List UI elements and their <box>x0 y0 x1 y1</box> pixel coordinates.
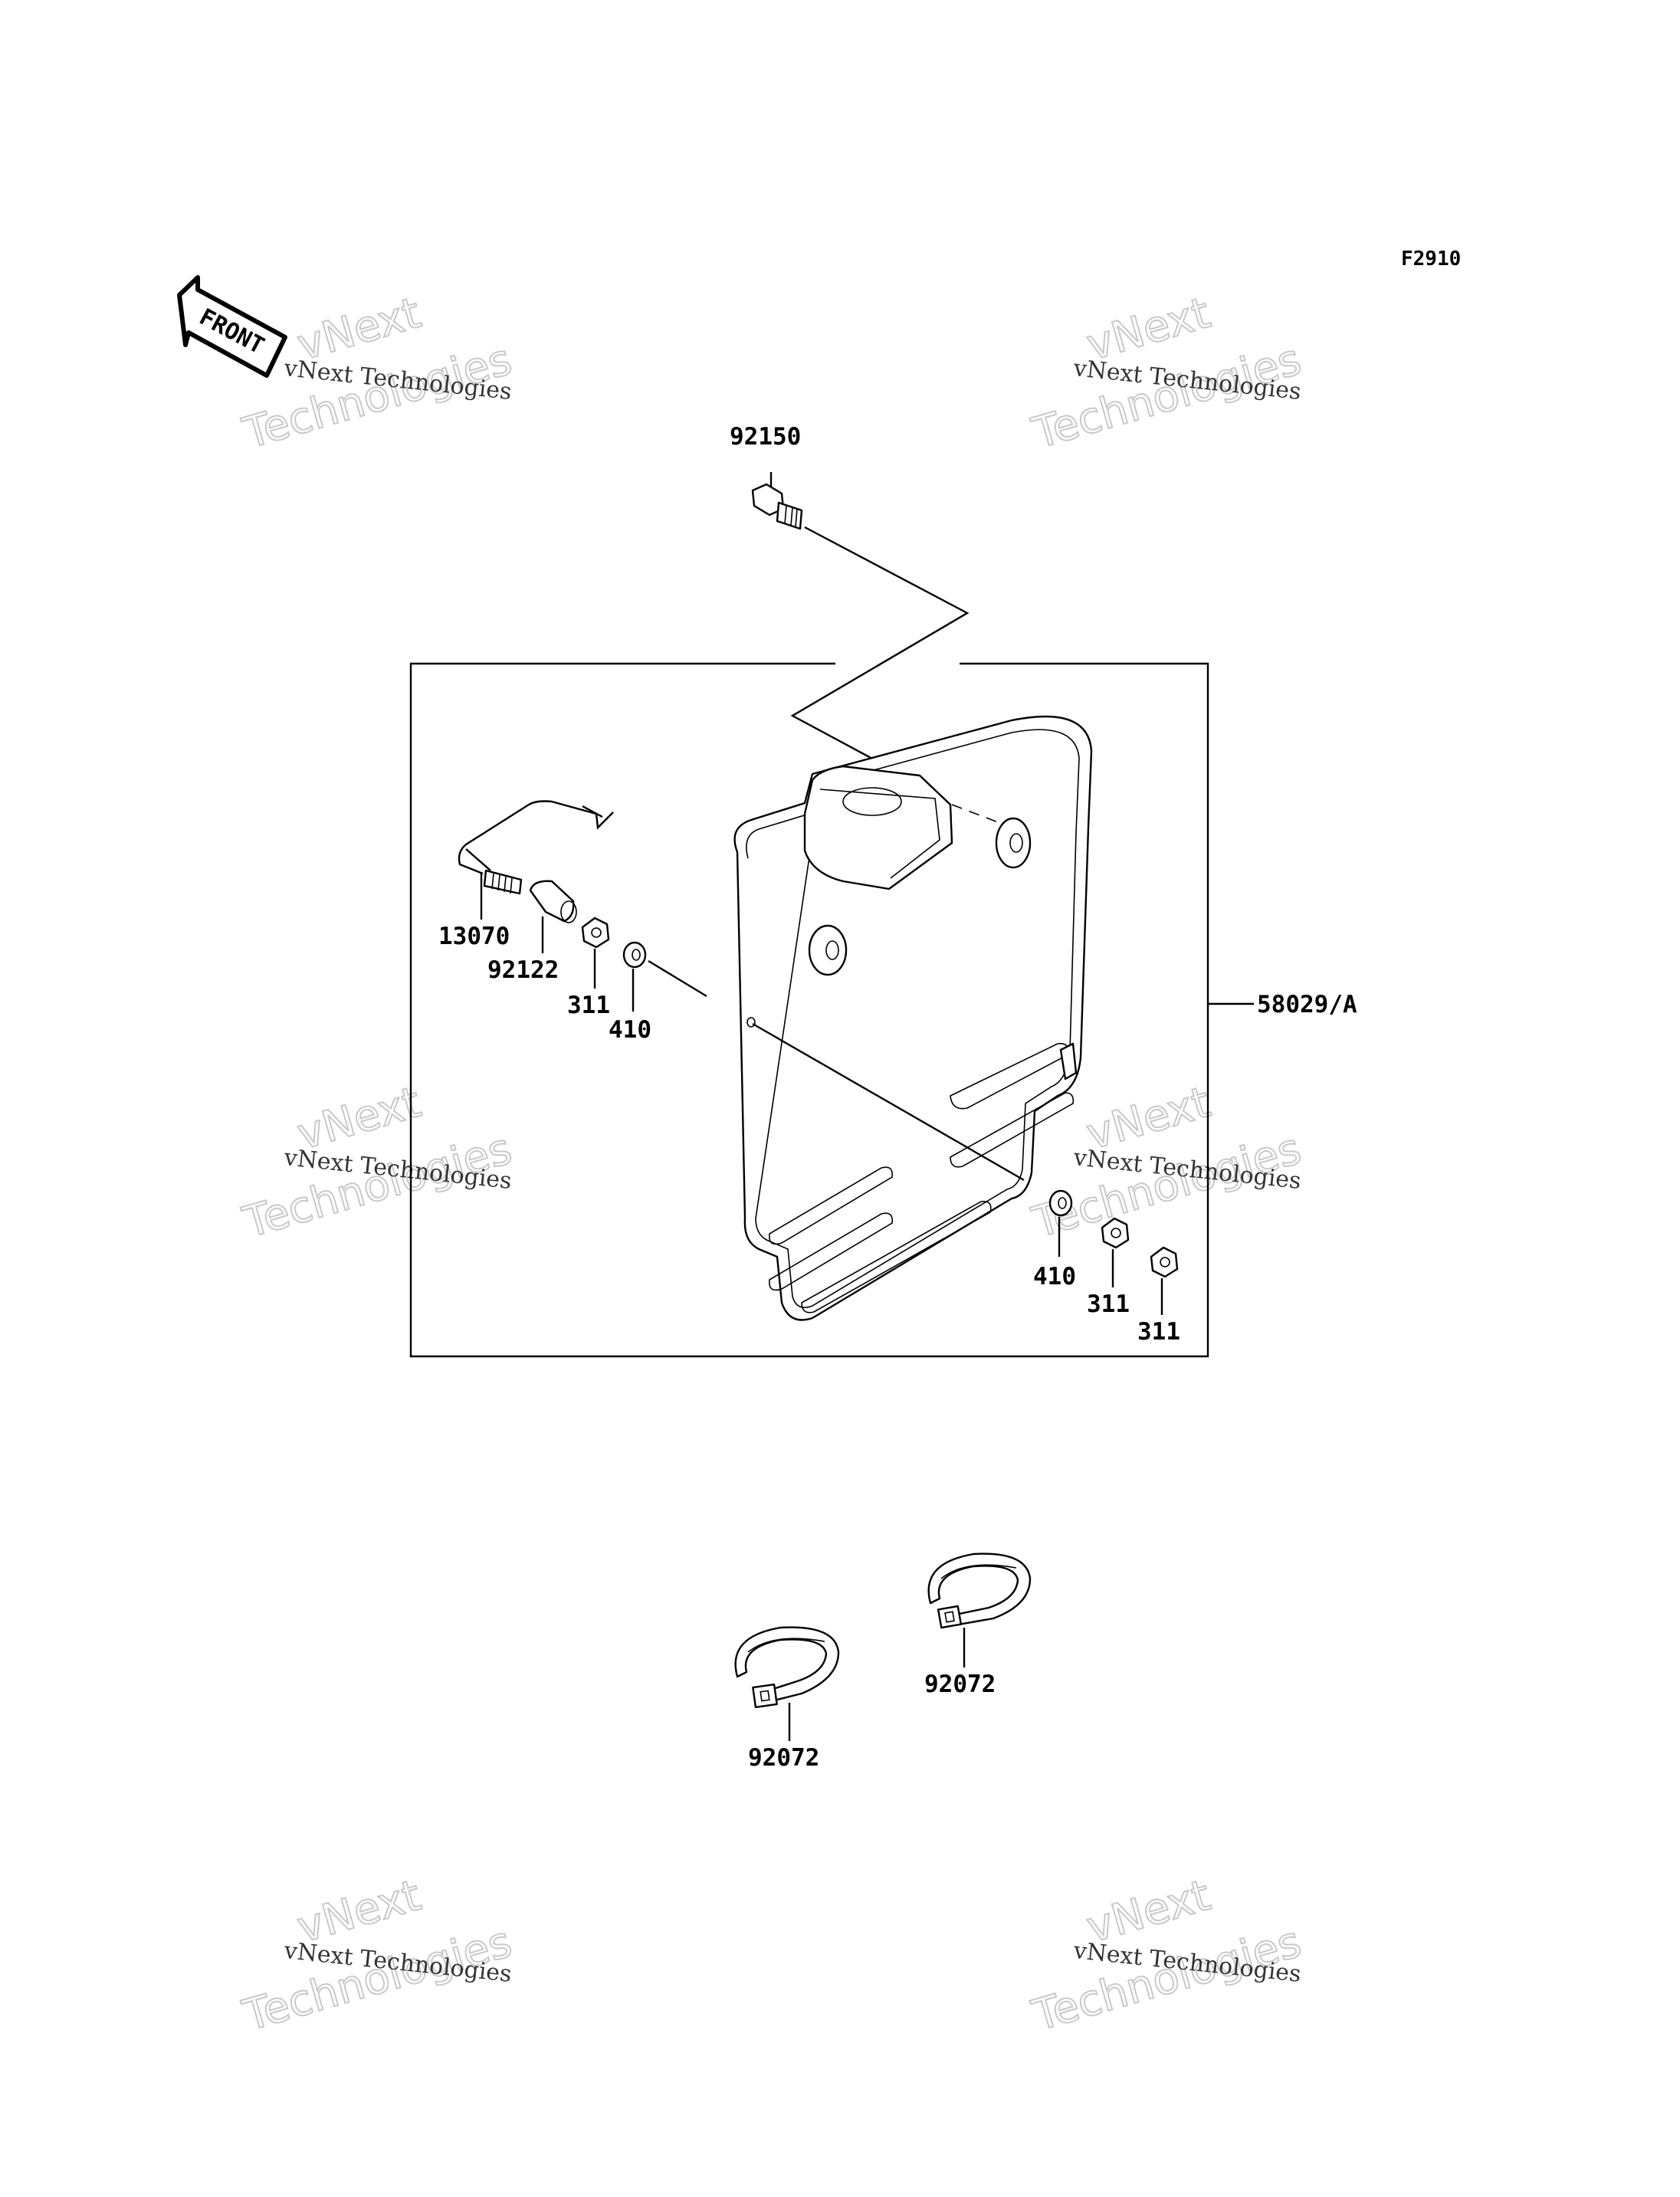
nut-311-right <box>1150 1246 1179 1315</box>
front-arrow-icon: FRONT <box>177 275 287 378</box>
nut-311-middle <box>1101 1217 1130 1287</box>
diagram-code: F2910 <box>1401 248 1461 271</box>
washer-410-left <box>622 941 707 1012</box>
callout-13070: 13070 <box>438 923 510 950</box>
callout-58029-a: 58029/A <box>1257 991 1357 1018</box>
clamp-band-92072-upper <box>927 1553 1032 1667</box>
callout-92150: 92150 <box>730 423 801 451</box>
callout-311-middle: 311 <box>1087 1290 1130 1318</box>
bolt-92150 <box>751 472 803 530</box>
callout-311-left: 311 <box>567 992 610 1019</box>
washer-410-right <box>1048 1189 1073 1257</box>
clamp-band-92072-lower <box>734 1626 840 1741</box>
callout-410-right: 410 <box>1033 1263 1076 1290</box>
callout-410-left: 410 <box>609 1016 651 1044</box>
callout-311-right: 311 <box>1137 1318 1180 1346</box>
license-plate-bracket-58029 <box>733 715 1093 1321</box>
callout-92072-lower: 92072 <box>748 1744 819 1772</box>
collar-92122 <box>529 880 577 953</box>
callout-92072-upper: 92072 <box>924 1671 996 1698</box>
nut-311-left <box>581 917 610 989</box>
u-bolt-13070 <box>458 800 614 920</box>
callout-92122: 92122 <box>487 956 559 984</box>
